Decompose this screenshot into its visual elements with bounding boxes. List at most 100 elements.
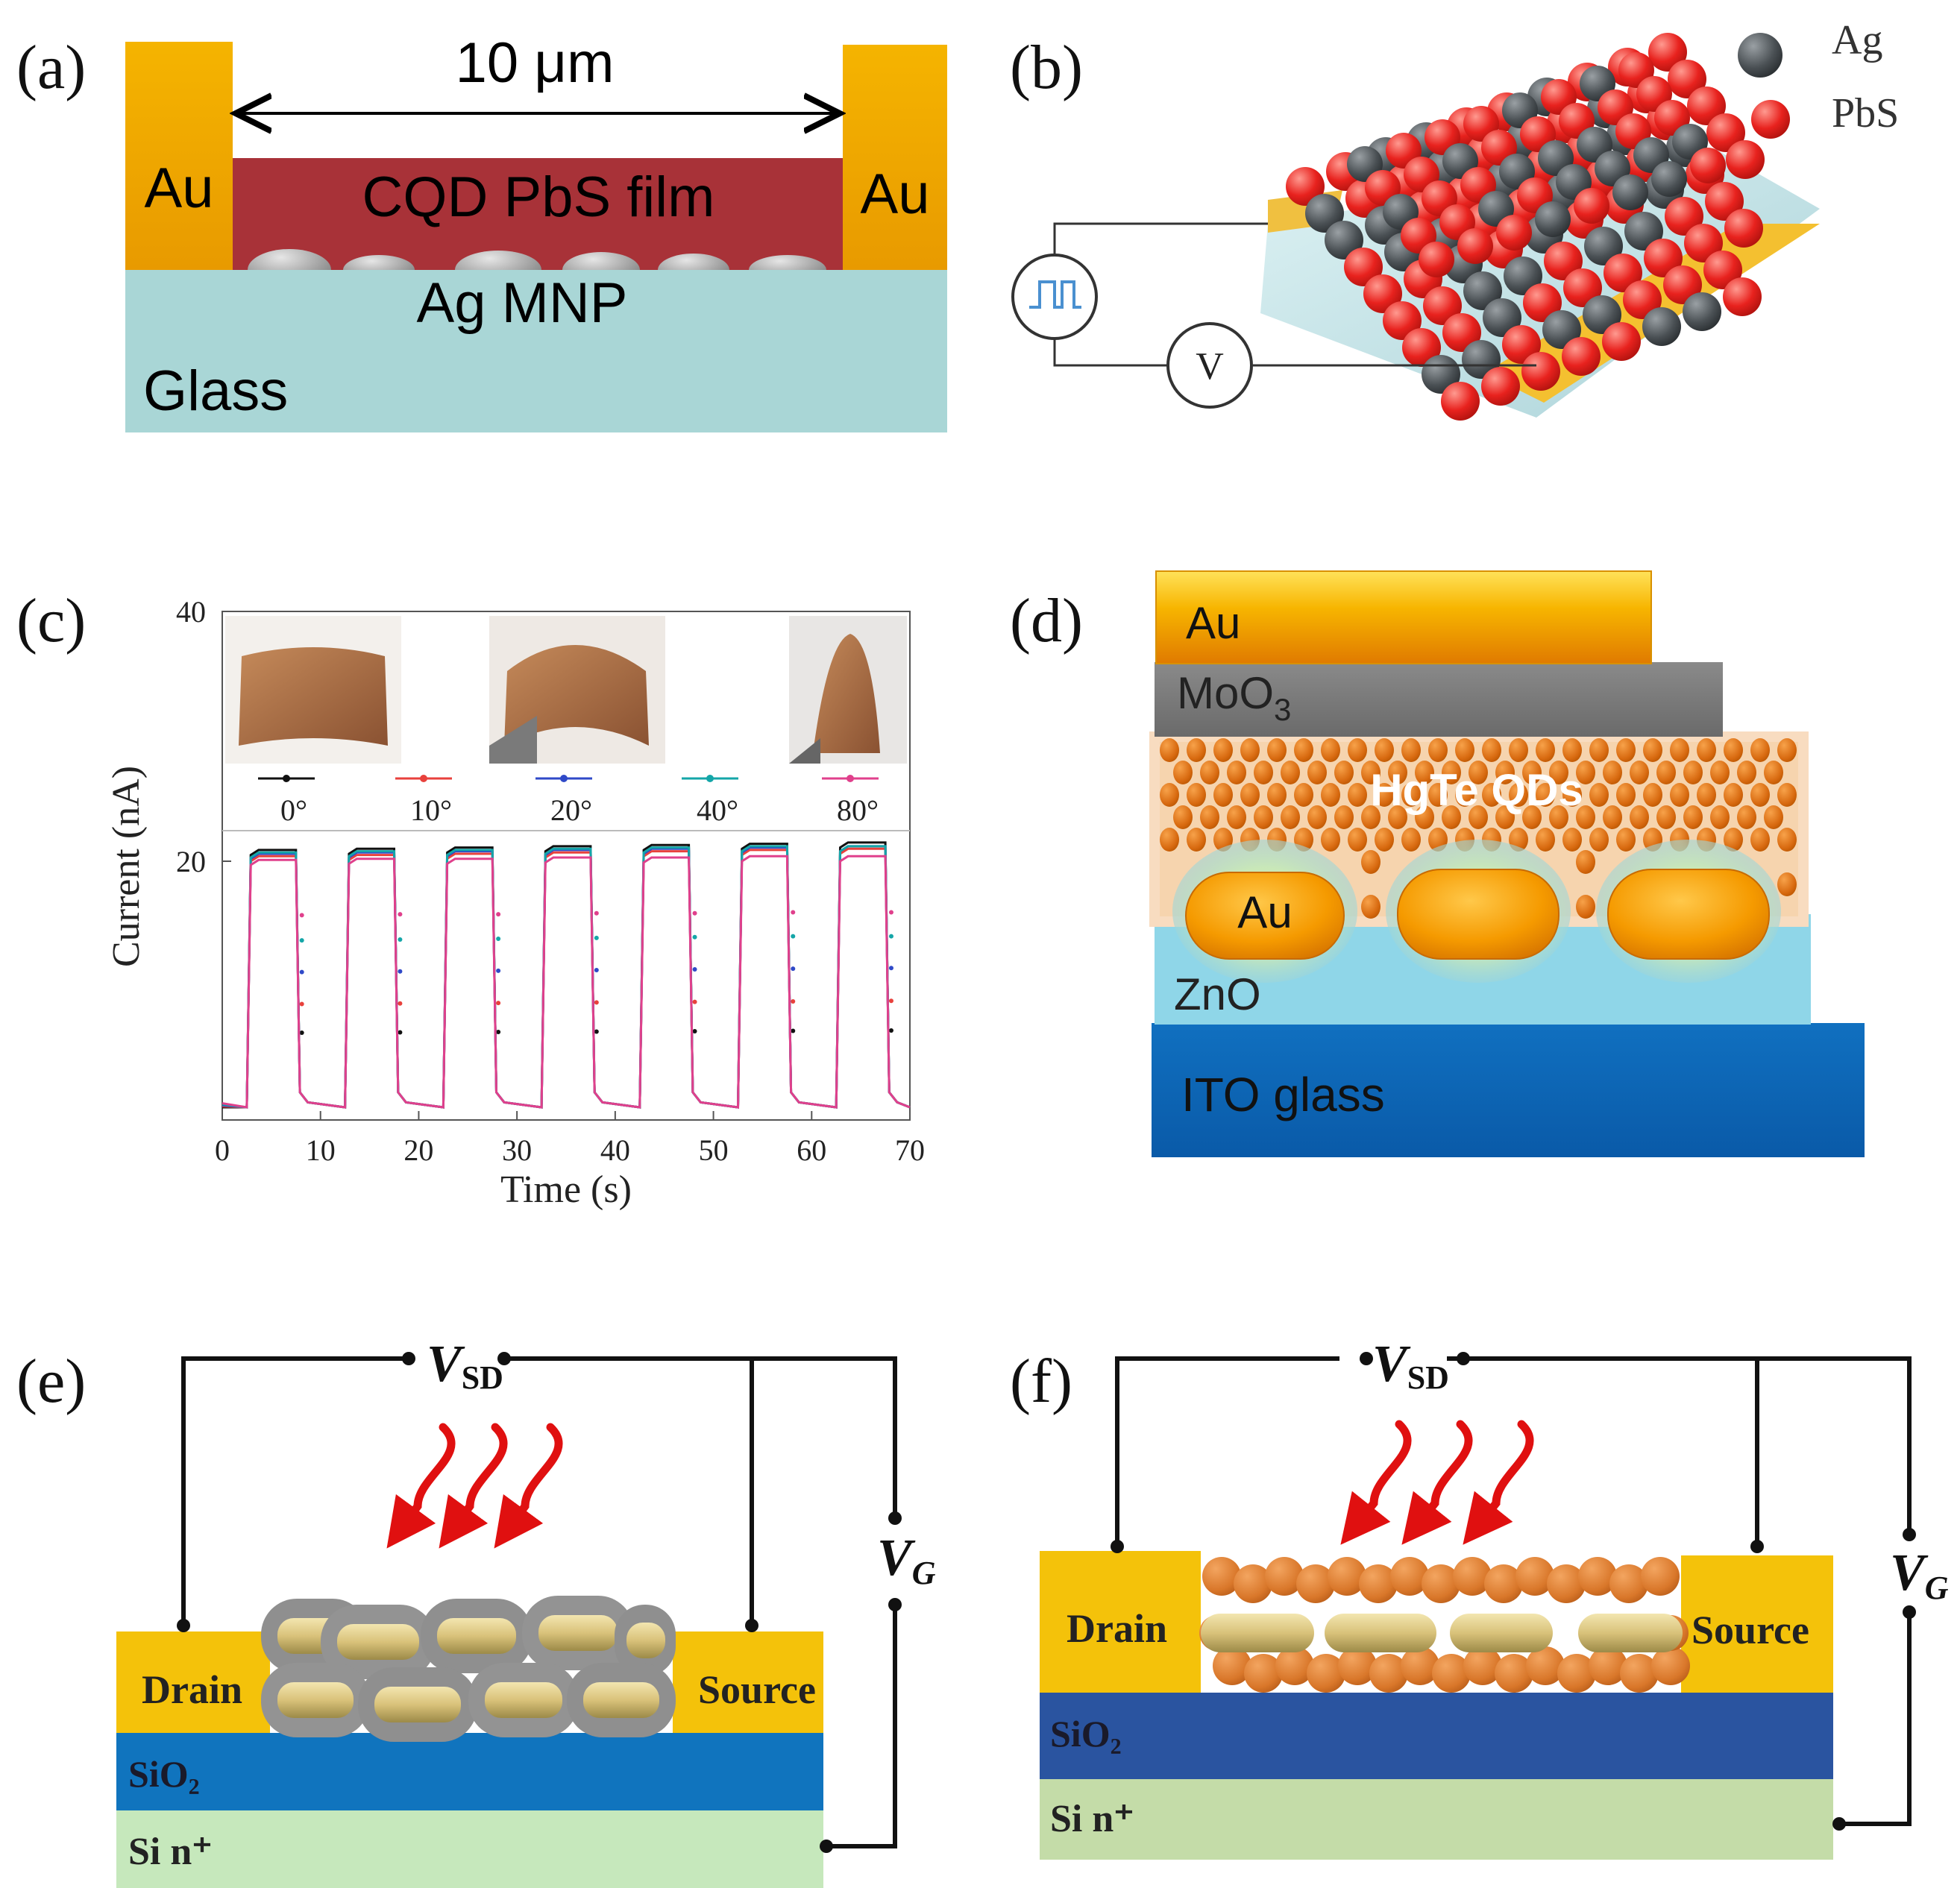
quantum-dot [1463, 1646, 1502, 1685]
nanoparticle-sphere [1648, 33, 1687, 72]
hgte-quantum-dot [1509, 783, 1528, 807]
hgte-quantum-dot [1294, 738, 1313, 762]
nanoparticle-sphere [1623, 280, 1662, 319]
hgte-quantum-dot [1562, 783, 1582, 807]
hgte-quantum-dot [1697, 738, 1716, 762]
hgte-quantum-dot [1321, 828, 1340, 852]
hgte-quantum-dot [1227, 805, 1246, 829]
legend-pbs-sphere [1751, 100, 1790, 139]
terminal-dot [1750, 1540, 1764, 1553]
x-tick-label: 0 [215, 1133, 230, 1167]
hgte-quantum-dot [1361, 895, 1381, 919]
legend-marker-4 [846, 775, 854, 782]
legend-label-1: 10° [410, 793, 452, 827]
transition-point [496, 968, 501, 973]
hgte-quantum-dot [1375, 828, 1394, 852]
quantum-dot [1338, 1646, 1377, 1685]
hgte-quantum-dot [1616, 783, 1636, 807]
coated-nanorods [261, 1596, 676, 1742]
transition-point [791, 1028, 796, 1033]
film-label: CQD PbS film [362, 166, 715, 229]
nanoparticle-sphere [1683, 292, 1721, 331]
au-electrode-right [843, 45, 947, 270]
transition-point [299, 938, 304, 943]
hgte-quantum-dot [1254, 805, 1273, 829]
transition-point [791, 966, 796, 972]
quantum-dot [1641, 1557, 1680, 1596]
quantum-dot [1234, 1564, 1272, 1603]
hgte-quantum-dot [1267, 738, 1287, 762]
vg-subscript: G [912, 1555, 936, 1591]
hgte-quantum-dot [1173, 805, 1193, 829]
transition-point [888, 910, 893, 915]
hgte-quantum-dot [1750, 783, 1770, 807]
transition-point [594, 1029, 599, 1034]
hgte-quantum-dot [1670, 738, 1689, 762]
bend-photos [225, 616, 907, 764]
au-nanorods [1172, 840, 1781, 983]
hgte-quantum-dot [1160, 828, 1179, 852]
nanoparticle-sphere [1584, 227, 1623, 265]
hgte-quantum-dot [1724, 828, 1743, 852]
hgte-quantum-dot [1187, 738, 1206, 762]
legend-ag-sphere [1738, 33, 1782, 78]
circuit-wires [181, 1356, 897, 1848]
panel-d-label: (d) [1010, 586, 1083, 655]
hgte-quantum-dot [1710, 805, 1730, 829]
transition-point [791, 910, 796, 915]
au-label-right: Au [861, 163, 930, 226]
nanoparticle-sphere [1483, 298, 1521, 337]
hgte-quantum-dot [1388, 761, 1407, 784]
transition-point [692, 1028, 697, 1033]
hgte-quantum-dot [1576, 761, 1595, 784]
nanoparticle-sphere [1668, 60, 1706, 98]
nanoparticle-sphere [1563, 268, 1602, 307]
terminal-dot [888, 1511, 902, 1525]
quantum-dot [1401, 1646, 1439, 1685]
panel-f-label: (f) [1010, 1347, 1072, 1416]
quantum-dot [1526, 1646, 1565, 1685]
hgte-quantum-dot [1240, 783, 1260, 807]
drain-electrode [116, 1631, 270, 1733]
transition-point [496, 1029, 501, 1034]
transition-point [594, 967, 599, 972]
sio2-layer [116, 1733, 823, 1810]
transition-point [299, 1030, 304, 1035]
quantum-dot [1296, 1564, 1335, 1603]
hgte-quantum-dot [1603, 805, 1622, 829]
quantum-dot [1453, 1557, 1492, 1596]
hgte-quantum-dot [1683, 761, 1703, 784]
hgte-quantum-dot [1361, 761, 1381, 784]
hgte-quantum-dot [1603, 761, 1622, 784]
quantum-dot [1547, 1564, 1586, 1603]
transition-point [888, 998, 893, 1004]
nanoparticle-sphere [1542, 310, 1581, 349]
nanoparticle-sphere [1441, 382, 1480, 421]
terminal-dot [1360, 1352, 1373, 1365]
hgte-quantum-dot [1415, 761, 1434, 784]
square-wave-icon [1029, 280, 1081, 309]
au-rod-label: Au [1237, 887, 1292, 937]
nanoparticle-sphere [1612, 174, 1648, 210]
legend-marker-2 [560, 775, 568, 782]
transition-point [496, 912, 501, 917]
au-electrode-left [125, 42, 233, 270]
hgte-quantum-dot [1589, 738, 1609, 762]
source-label: Source [698, 1667, 816, 1712]
moo3-layer [1155, 662, 1723, 737]
chart-legend: 0°10°20°40°80° [258, 775, 879, 827]
transition-point [692, 910, 697, 916]
chart-series [222, 841, 911, 1109]
hgte-quantum-dot [1536, 828, 1555, 852]
hgte-quantum-dot [1683, 805, 1703, 829]
hgte-quantum-dot [1495, 805, 1515, 829]
quantum-dot [1422, 1564, 1460, 1603]
hgte-quantum-dot [1576, 805, 1595, 829]
hgte-quantum-dot [1321, 738, 1340, 762]
hgte-quantum-dot [1697, 783, 1716, 807]
transition-point [888, 966, 893, 971]
hgte-quantum-dot [1589, 783, 1609, 807]
hgte-quantum-dot [1307, 761, 1327, 784]
transition-point [791, 934, 796, 939]
